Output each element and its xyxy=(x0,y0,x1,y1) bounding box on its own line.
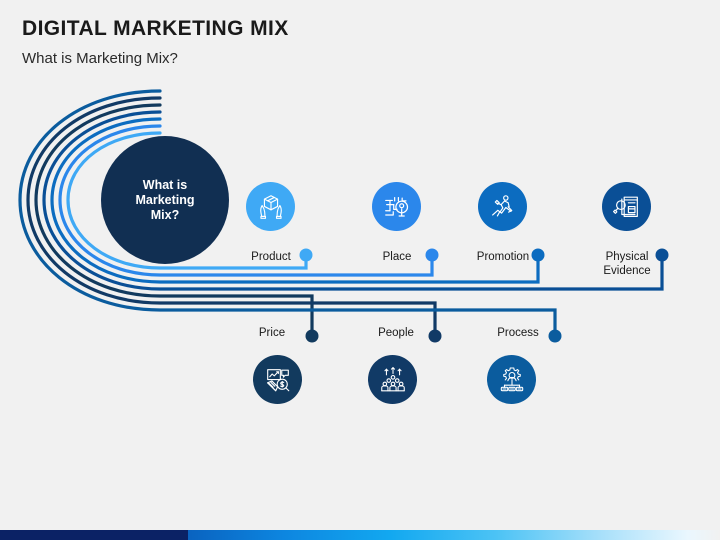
package-hands-icon xyxy=(259,194,282,219)
node-icon-product[interactable] xyxy=(246,182,295,231)
hub-line-1: What is xyxy=(142,177,188,192)
connector-process xyxy=(18,89,557,335)
node-label-price: Price xyxy=(258,327,286,339)
bottom-accent-bar xyxy=(0,530,720,540)
node-label-physical-evidence: Physical Evidence xyxy=(603,251,651,277)
bottom-bar-gradient-segment xyxy=(188,530,720,540)
hub-line-3: Mix? xyxy=(150,207,180,222)
chart-dollar-magnifier-icon xyxy=(266,368,289,391)
endpoint-dot-people xyxy=(428,329,442,343)
page-subtitle: What is Marketing Mix? xyxy=(22,50,178,67)
endpoint-dot-place xyxy=(425,248,439,262)
center-hub-text: What is Marketing Mix? xyxy=(135,178,194,223)
node-label-product: Product xyxy=(251,251,291,263)
connector-product xyxy=(66,131,308,270)
hub-line-2: Marketing xyxy=(135,192,195,207)
magnifier-document-icon xyxy=(612,196,638,217)
endpoint-dot-promotion xyxy=(531,248,545,262)
page-title: DIGITAL MARKETING MIX xyxy=(22,17,289,40)
endpoint-dot-physical-evidence xyxy=(655,248,669,262)
node-icon-people[interactable] xyxy=(368,355,417,404)
connector-place xyxy=(58,124,434,277)
endpoint-dot-product xyxy=(299,248,313,262)
node-icon-physical-evidence[interactable] xyxy=(602,182,651,231)
connector-people xyxy=(26,96,437,335)
crowd-arrows-icon xyxy=(380,366,405,391)
gear-flowchart-icon xyxy=(500,366,523,391)
bottom-bar-navy-segment xyxy=(0,530,188,540)
connector-physical-evidence xyxy=(42,110,664,291)
node-icon-place[interactable] xyxy=(372,182,421,231)
node-label-promotion: Promotion xyxy=(476,251,530,263)
growth-arrow-person-icon xyxy=(491,194,512,216)
endpoint-dot-price xyxy=(305,329,319,343)
node-icon-price[interactable] xyxy=(253,355,302,404)
node-label-people: People xyxy=(378,327,414,339)
node-icon-promotion[interactable] xyxy=(478,182,527,231)
node-label-place: Place xyxy=(382,251,412,263)
connector-promotion xyxy=(50,117,540,284)
node-icon-process[interactable] xyxy=(487,355,536,404)
connector-price xyxy=(34,103,314,335)
map-pin-icon xyxy=(384,196,408,217)
node-label-process: Process xyxy=(497,327,539,339)
endpoint-dot-process xyxy=(548,329,562,343)
center-hub[interactable]: What is Marketing Mix? xyxy=(101,136,229,264)
